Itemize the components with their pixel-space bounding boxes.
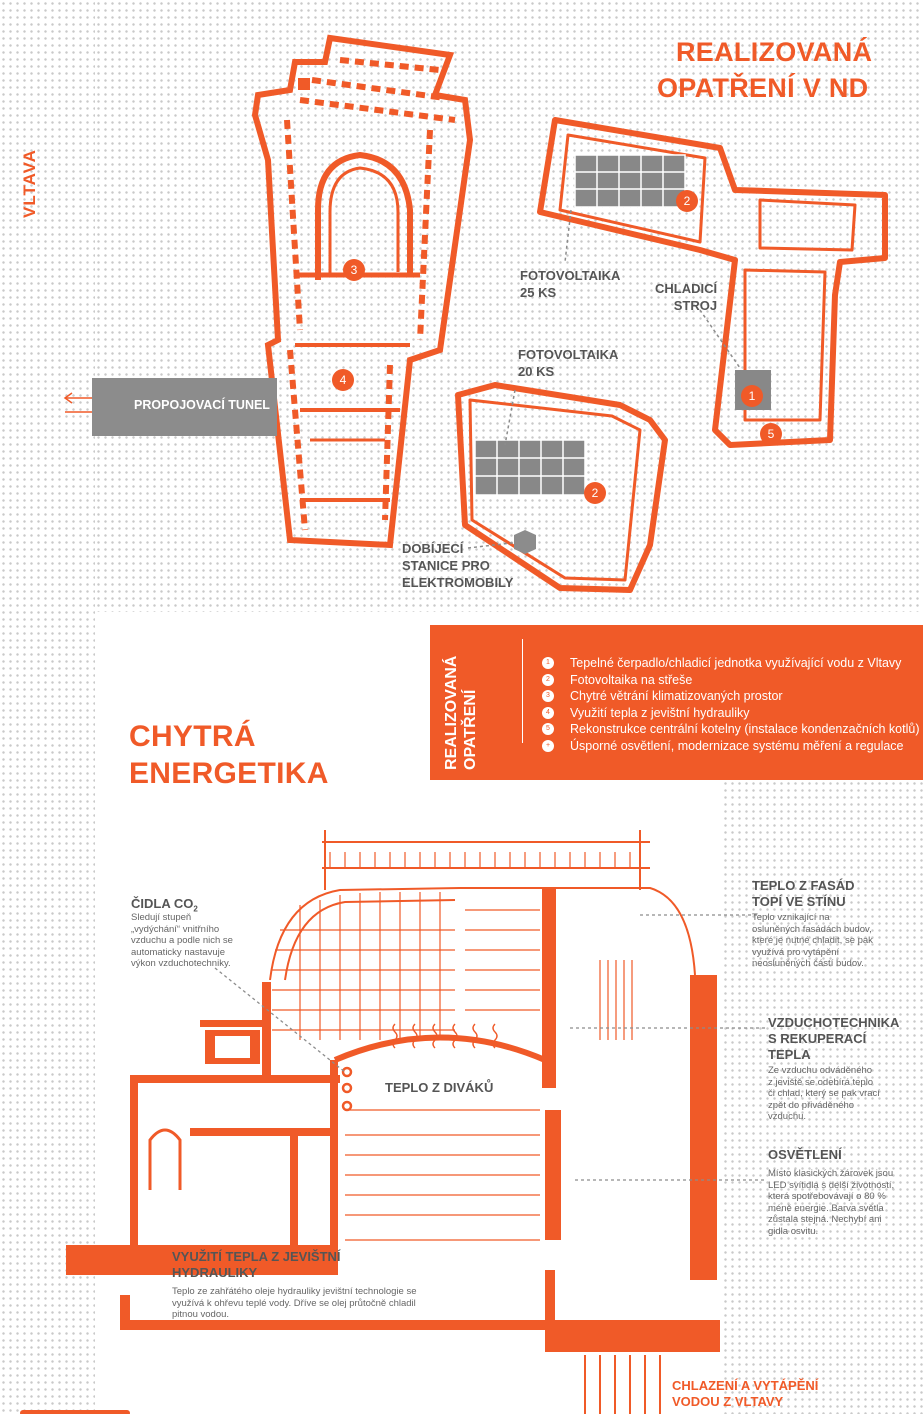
co2-sensor-title: ČIDLA CO2 bbox=[131, 896, 198, 914]
co2-sensor-text: Sledují stupeň „vydýchání“ vnitřního vzd… bbox=[131, 912, 233, 969]
audience-heat-label: TEPLO Z DIVÁKŮ bbox=[385, 1080, 494, 1095]
building-floor-plan bbox=[63, 34, 888, 593]
tunnel-label: PROPOJOVACÍ TUNEL bbox=[134, 398, 270, 412]
dotted-background-right bbox=[722, 780, 923, 1414]
legend-divider bbox=[522, 639, 523, 743]
auditorium-outline bbox=[315, 151, 413, 280]
main-building-outline bbox=[251, 34, 474, 549]
chiller-label: CHLADICÍ STROJ bbox=[655, 281, 718, 313]
theatre-cross-section bbox=[20, 830, 765, 1414]
page-title-line2: OPATŘENÍ V ND bbox=[657, 73, 869, 103]
lighting-text: Místo klasických žárovek jsou LED svítid… bbox=[768, 1168, 895, 1237]
legend-item: +Úsporné osvětlení, modernizace systému … bbox=[542, 738, 920, 755]
marker-2-lower: 2 bbox=[584, 482, 606, 504]
dotted-background-left bbox=[0, 0, 95, 1414]
upper-right-building-outline bbox=[537, 117, 888, 448]
hydraulics-text: Teplo ze zahřátého oleje hydrauliky jevi… bbox=[172, 1286, 417, 1320]
marker-4: 4 bbox=[332, 369, 354, 391]
marker-2-upper: 2 bbox=[676, 190, 698, 212]
lighting-title: OSVĚTLENÍ bbox=[768, 1147, 842, 1162]
facade-heat-title: TEPLO Z FASÁD TOPÍ VE STÍNU bbox=[752, 878, 855, 909]
river-cooling-label: CHLAZENÍ A VYTÁPĚNÍ VODOU Z VLTAVY bbox=[672, 1378, 819, 1409]
dotted-background-top bbox=[95, 0, 923, 612]
lower-right-building-outline bbox=[455, 382, 668, 593]
hydraulics-title: VYUŽITÍ TEPLA Z JEVIŠTNÍ HYDRAULIKY bbox=[172, 1249, 341, 1280]
pv-25-label: FOTOVOLTAIKA 25 KS bbox=[520, 268, 621, 300]
hvac-recuperation-text: Ze vzduchu odváděného z jeviště se odebí… bbox=[768, 1065, 880, 1122]
connecting-tunnel: PROPOJOVACÍ TUNEL bbox=[92, 378, 277, 436]
pv-20-label: FOTOVOLTAIKA 20 KS bbox=[518, 347, 619, 379]
marker-5: 5 bbox=[760, 423, 782, 445]
charging-label: DOBÍJECÍ STANICE PRO ELEKTROMOBILY bbox=[402, 541, 514, 590]
page-title-line1: REALIZOVANÁ bbox=[676, 37, 873, 67]
marker-1: 1 bbox=[741, 385, 763, 407]
hvac-recuperation-title: VZDUCHOTECHNIKA S REKUPERACÍ TEPLA bbox=[768, 1015, 900, 1062]
marker-3: 3 bbox=[343, 259, 365, 281]
section-title-line2: ENERGETIKA bbox=[129, 757, 329, 790]
legend-heading: REALIZOVANÁ OPATŘENÍ bbox=[443, 655, 479, 770]
facade-heat-text: Teplo vznikající na osluněných fasádách … bbox=[752, 912, 873, 969]
section-title-line1: CHYTRÁ bbox=[129, 720, 256, 753]
